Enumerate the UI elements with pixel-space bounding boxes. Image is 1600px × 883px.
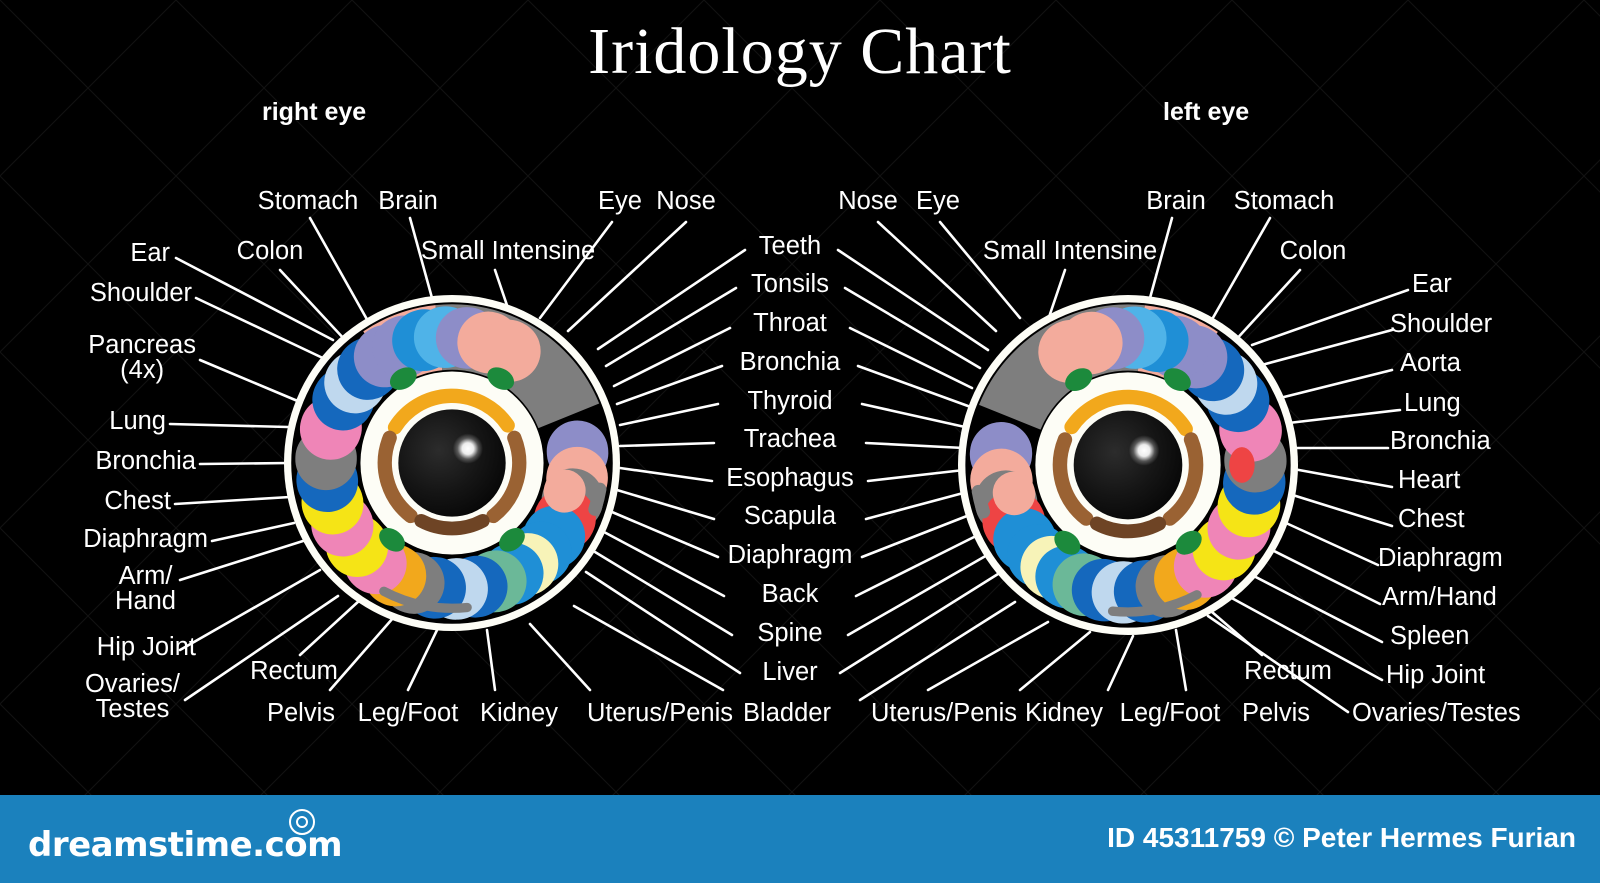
label-left-bronchia: Bronchia	[1390, 427, 1491, 455]
label-left-kidney: Kidney	[1025, 699, 1103, 727]
label-right-kidney: Kidney	[480, 699, 558, 727]
right-eye-diagram	[284, 295, 620, 631]
label-left-nose: Nose	[838, 187, 898, 215]
label-left-brain: Brain	[1146, 187, 1206, 215]
label-left-leg-foot: Leg/Foot	[1119, 699, 1221, 727]
label-left-hip-joint: Hip Joint	[1386, 661, 1486, 689]
page-title: Iridology Chart	[588, 15, 1012, 88]
label-right-brain: Brain	[378, 187, 438, 215]
label-left-uterus-penis: Uterus/Penis	[871, 699, 1017, 727]
label-right-diaphragm: Diaphragm	[83, 525, 208, 553]
label-center-back: Back	[761, 580, 819, 608]
label-left-spleen: Spleen	[1390, 622, 1470, 650]
left-eye-caption: left eye	[1163, 98, 1250, 126]
label-right-uterus-penis: Uterus/Penis	[587, 699, 733, 727]
label-left-lung: Lung	[1404, 389, 1461, 417]
label-right-eye: Eye	[598, 187, 642, 215]
image-credit: ID 45311759 © Peter Hermes Furian	[1107, 822, 1576, 853]
label-center-teeth: Teeth	[758, 232, 822, 260]
label-left-pelvis: Pelvis	[1241, 699, 1311, 727]
label-left-eye: Eye	[916, 187, 960, 215]
label-center-esophagus: Esophagus	[726, 464, 854, 492]
label-left-heart: Heart	[1398, 466, 1461, 494]
label-left-rectum: Rectum	[1244, 657, 1332, 685]
label-center-thyroid: Thyroid	[747, 387, 833, 415]
label-center-diaphragm: Diaphragm	[727, 541, 853, 569]
label-right-arm-line1: Arm/	[118, 562, 173, 590]
label-right-arm-line2: Hand	[115, 586, 176, 615]
footer-bar: dreamstime.com ID 45311759 © Peter Herme…	[0, 795, 1600, 883]
label-right-nose: Nose	[656, 187, 716, 215]
label-right-colon: Colon	[236, 237, 304, 265]
label-left-chest: Chest	[1398, 505, 1465, 533]
dreamstime-logo[interactable]: dreamstime.com	[28, 825, 343, 865]
leader-lines	[168, 216, 1410, 714]
label-right-ovaries-line1: Ovaries/	[85, 670, 180, 698]
label-left-ear: Ear	[1412, 270, 1452, 298]
dreamstime-spiral-icon	[289, 809, 315, 835]
label-left-aorta: Aorta	[1400, 349, 1461, 377]
label-right-chest: Chest	[104, 487, 171, 515]
left-eye-diagram	[958, 295, 1298, 635]
label-right-pancreas: Pancreas (4x)	[88, 331, 196, 384]
label-center-throat: Throat	[753, 309, 827, 337]
label-right-lung: Lung	[109, 407, 166, 435]
label-left-shoulder: Shoulder	[1390, 310, 1493, 338]
label-right-ovaries-line2: Testes	[95, 694, 170, 723]
label-center-spine: Spine	[757, 619, 823, 647]
label-left-small-intensine: Small Intensine	[982, 237, 1158, 265]
label-right-stomach: Stomach	[257, 187, 359, 215]
label-right-bronchia: Bronchia	[95, 447, 196, 475]
label-right-small-intensine: Small Intensine	[420, 237, 596, 265]
label-right-hip-joint: Hip Joint	[96, 633, 196, 661]
label-right-pelvis: Pelvis	[266, 699, 336, 727]
label-center-tonsils: Tonsils	[751, 270, 829, 298]
label-right-ear: Ear	[130, 239, 170, 267]
label-right-arm-hand: Arm/ Hand	[115, 562, 176, 615]
label-right-leg-foot: Leg/Foot	[357, 699, 459, 727]
label-right-ovaries-testes: Ovaries/ Testes	[85, 670, 180, 723]
label-left-ovaries-testes: Ovaries/Testes	[1352, 699, 1521, 727]
label-left-diaphragm: Diaphragm	[1378, 544, 1503, 572]
label-center-bronchia: Bronchia	[739, 348, 841, 376]
label-center-liver: Liver	[762, 658, 818, 686]
label-right-pancreas-line2: (4x)	[120, 355, 165, 384]
label-center-scapula: Scapula	[743, 502, 837, 530]
label-left-colon: Colon	[1279, 237, 1347, 265]
label-right-pancreas-line1: Pancreas	[88, 331, 196, 359]
label-right-bladder: Bladder	[743, 699, 831, 727]
label-center-trachea: Trachea	[743, 425, 837, 453]
label-right-rectum: Rectum	[250, 657, 338, 685]
label-left-arm-hand: Arm/Hand	[1382, 583, 1497, 611]
right-eye-caption: right eye	[262, 98, 367, 126]
label-right-shoulder: Shoulder	[89, 279, 192, 307]
label-left-stomach: Stomach	[1233, 187, 1335, 215]
